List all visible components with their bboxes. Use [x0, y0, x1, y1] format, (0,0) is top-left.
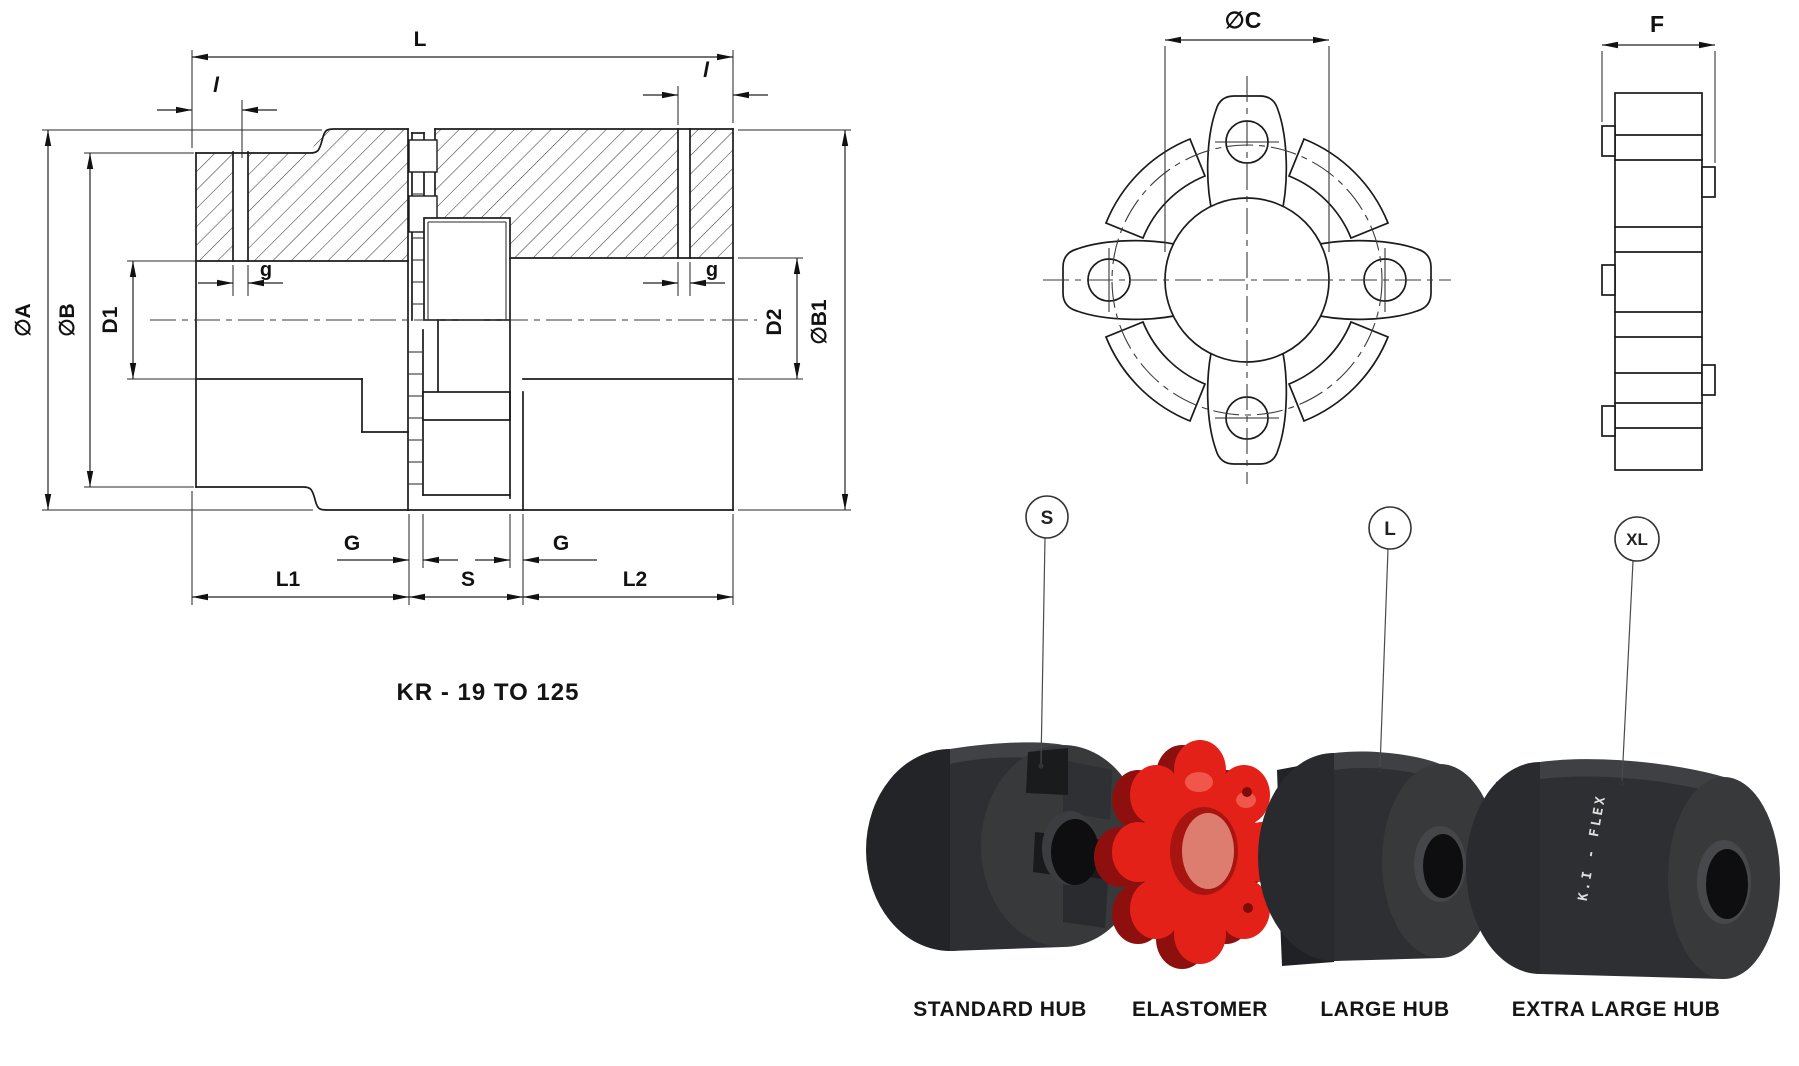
- left-keyway-slot: [233, 151, 248, 263]
- spider-side-tabs: [1601, 125, 1716, 437]
- dim-label-l-right: l: [703, 59, 710, 82]
- dim-label-dia-B: ∅B: [56, 303, 79, 336]
- left-hub-section-hatch: [196, 129, 408, 261]
- elastomer-bore: [1182, 813, 1234, 889]
- balloon-label-s: S: [1041, 508, 1054, 529]
- balloon-extra-large: XL: [1614, 516, 1660, 786]
- balloon-standard: S: [1025, 495, 1069, 769]
- large-hub-3d: [1258, 751, 1498, 966]
- balloon-label-l: L: [1384, 519, 1396, 540]
- standard-hub-bore: [1051, 819, 1099, 885]
- dim-label-g-left: g: [260, 259, 272, 281]
- spider-section-upper: [423, 217, 511, 321]
- dim-label-dia-B1: ∅B1: [808, 299, 831, 344]
- caption-extra-large-hub: EXTRA LARGE HUB: [1512, 998, 1721, 1021]
- dim-label-D2: D2: [763, 309, 786, 336]
- elastomer-3d: [1094, 740, 1288, 969]
- dim-label-g-right: g: [706, 259, 718, 281]
- spider-side-body: [1614, 92, 1703, 471]
- standard-hub-3d: [866, 742, 1145, 951]
- dim-label-F: F: [1650, 11, 1664, 37]
- right-keyway-slot: [678, 127, 690, 260]
- dim-label-G-right: G: [553, 532, 569, 555]
- elastomer-front-view: ∅C: [1043, 7, 1451, 484]
- cross-section-view: L l l ∅A ∅B D1 g g D2 ∅B1 G G L1 S L2 KR…: [12, 28, 851, 706]
- dim-label-D1: D1: [99, 306, 122, 333]
- balloon-label-xl: XL: [1626, 530, 1648, 549]
- left-hub-outline: [195, 128, 734, 511]
- dimension-lines: [44, 53, 849, 601]
- model-range-title: KR - 19 TO 125: [397, 679, 580, 706]
- jaw-interlock-section: [407, 128, 524, 511]
- extra-large-hub-3d: K.I - FLEX: [1466, 759, 1780, 979]
- dim-label-L1: L1: [276, 568, 301, 591]
- caption-large-hub: LARGE HUB: [1320, 998, 1449, 1021]
- spider-section-lower: [422, 391, 511, 421]
- caption-elastomer: ELASTOMER: [1132, 998, 1268, 1021]
- dim-label-dia-C: ∅C: [1225, 7, 1262, 33]
- dim-label-l-left: l: [213, 74, 220, 97]
- large-hub-bore: [1423, 834, 1463, 898]
- dim-label-dia-A: ∅A: [12, 303, 35, 336]
- dim-label-L2: L2: [623, 568, 648, 591]
- right-hub-section-hatch: [435, 129, 733, 258]
- extra-large-hub-bore: [1706, 849, 1748, 919]
- dim-label-G-left: G: [344, 532, 360, 555]
- elastomer-side-view: F: [1601, 11, 1716, 471]
- dim-label-L: L: [414, 28, 427, 51]
- dim-label-S: S: [461, 568, 475, 591]
- exploded-3d-view: K.I - FLEX S L XL STANDARD HUB ELASTOMER…: [866, 495, 1780, 1021]
- balloon-large: L: [1368, 506, 1412, 773]
- caption-standard-hub: STANDARD HUB: [913, 998, 1087, 1021]
